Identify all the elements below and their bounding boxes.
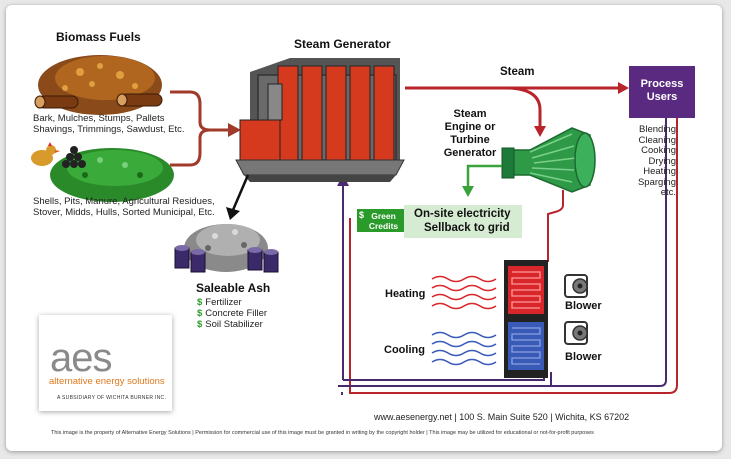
return-line-red <box>349 118 678 394</box>
electricity-box <box>404 205 522 238</box>
heating-coil <box>511 271 541 309</box>
ash-use-item: $Fertilizer <box>197 297 242 308</box>
sellback-label: Sellback to grid <box>424 222 510 234</box>
aes-logo-mark: aes <box>50 336 112 380</box>
steam-engine-label: Steam Engine or Turbine Generator <box>443 108 497 159</box>
blower-label-2: Blower <box>565 351 602 363</box>
heating-label: Heating <box>385 288 426 300</box>
chicken-icon <box>31 142 60 166</box>
biomass-fuels-title: Biomass Fuels <box>56 30 141 44</box>
ash-line <box>231 174 250 211</box>
nut-pile-icon <box>62 146 86 168</box>
electricity-line <box>466 164 502 186</box>
cooling-wave-3 <box>431 349 497 357</box>
biomass-wood-line-1: Bark, Mulches, Stumps, Pallets <box>33 113 165 124</box>
dollar-icon: $ <box>197 308 203 319</box>
turbine-feed-arrowhead <box>534 126 546 137</box>
steam-arrowhead <box>618 82 629 94</box>
heating-wave-4 <box>431 302 497 310</box>
copyright-footer: This image is the property of Alternativ… <box>51 430 594 436</box>
onsite-electricity-label: On-site electricity <box>414 208 511 220</box>
steam-label: Steam <box>500 66 535 78</box>
fuel-feed-arrowhead <box>228 123 241 137</box>
heating-wave-2 <box>431 284 497 292</box>
cooling-wave-4 <box>431 358 497 366</box>
fuel-feed-line <box>170 90 230 167</box>
aes-logo-name: alternative energy solutions <box>49 376 165 387</box>
turbine-feed-line <box>504 86 542 128</box>
address-line: www.aesenergy.net | 100 S. Main Suite 52… <box>374 412 630 422</box>
biomass-ag-line-1: Shells, Pits, Manure, Agricultural Resid… <box>33 196 215 207</box>
steam-generator-title: Steam Generator <box>294 37 391 51</box>
cooling-coil <box>511 327 541 365</box>
ash-uses-list: $Fertilizer $Concrete Filler $Soil Stabi… <box>197 297 267 330</box>
wood-pile-icon <box>34 55 163 115</box>
process-users-box <box>629 66 695 118</box>
biomass-ag-line-2: Stover, Midds, Hulls, Sorted Municipal, … <box>33 207 215 218</box>
aes-logo-tagline: A SUBSIDIARY OF WICHITA BURNER INC. <box>57 395 167 401</box>
dollar-icon: $ <box>197 319 203 330</box>
aes-logo: aes alternative energy solutions A SUBSI… <box>39 315 172 411</box>
cooling-label: Cooling <box>384 344 425 356</box>
ash-use-item: $Soil Stabilizer <box>197 319 263 330</box>
blower-icon <box>564 274 588 298</box>
turbine-exhaust-line <box>547 190 564 262</box>
cooling-wave-2 <box>431 340 497 348</box>
return-line-main <box>550 372 660 387</box>
heating-wave-3 <box>431 293 497 301</box>
biomass-wood-line-2: Shavings, Trimmings, Sawdust, Etc. <box>33 124 185 135</box>
process-uses-list: Blending Cleaning Cooking Drying Heating… <box>637 124 676 198</box>
heating-wave-1 <box>431 275 497 283</box>
return-line-purple <box>338 118 667 387</box>
barrel-icon <box>174 245 279 273</box>
process-users-label: Process Users <box>640 78 684 103</box>
cooling-wave-1 <box>431 331 497 339</box>
blower-label: Blower <box>565 300 602 312</box>
steam-generator-icon <box>235 58 405 182</box>
green-credits-badge: $ Green Credits <box>357 209 404 232</box>
steam-turbine-icon <box>501 127 596 193</box>
ash-arrowhead <box>226 207 240 220</box>
electricity-arrowhead <box>462 186 474 197</box>
saleable-ash-title: Saleable Ash <box>196 281 271 295</box>
dollar-icon: $ <box>197 297 203 308</box>
ash-use-item: $Concrete Filler <box>197 308 268 319</box>
blower-icon-2 <box>564 321 588 345</box>
dollar-icon: $ <box>359 210 365 220</box>
